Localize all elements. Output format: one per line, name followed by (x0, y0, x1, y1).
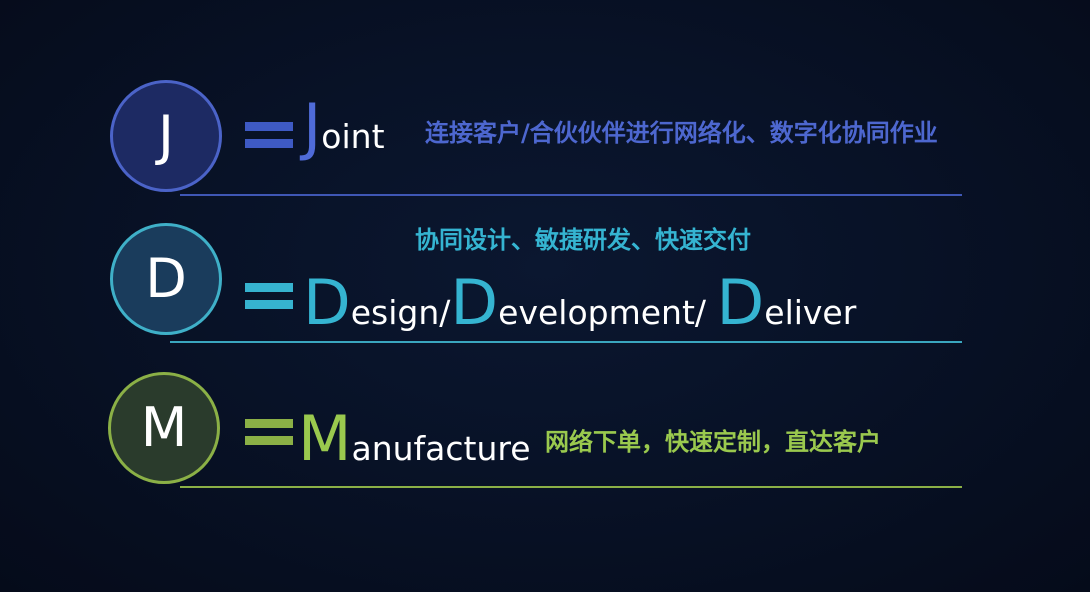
design-word: Design/Development/ Deliver (303, 272, 856, 334)
design-description: 协同设计、敏捷研发、快速交付 (415, 226, 751, 254)
design-letter-circle: D (110, 223, 222, 335)
design-word-rest: esign/ (350, 293, 451, 332)
manufacture-word-initial: M (298, 402, 352, 475)
manufacture-equals-sign (245, 419, 293, 453)
manufacture-letter-circle: M (108, 372, 220, 484)
manufacture-word-rest: anufacture (351, 429, 531, 468)
design-word-initial: D (303, 266, 351, 339)
joint-description: 连接客户/合伙伙伴进行网络化、数字化协同作业 (425, 119, 938, 147)
joint-word: Joint (303, 96, 385, 158)
joint-underline (180, 194, 962, 196)
joint-word-initial: J (303, 90, 322, 163)
joint-letter-circle: J (110, 80, 222, 192)
joint-equals-sign (245, 122, 293, 156)
development-word-initial: D (450, 266, 499, 339)
deliver-word-initial: D (716, 266, 765, 339)
manufacture-description: 网络下单，快速定制，直达客户 (545, 428, 881, 456)
manufacture-letter: M (140, 396, 188, 459)
design-letter: D (145, 247, 187, 310)
development-word-rest: evelopment/ (498, 293, 717, 332)
design-equals-sign (245, 283, 293, 317)
manufacture-word: Manufacture (298, 408, 531, 470)
manufacture-underline (180, 486, 962, 488)
joint-letter: J (158, 104, 174, 167)
design-underline (170, 341, 962, 343)
joint-word-rest: oint (321, 117, 385, 156)
deliver-word-rest: eliver (764, 293, 857, 332)
